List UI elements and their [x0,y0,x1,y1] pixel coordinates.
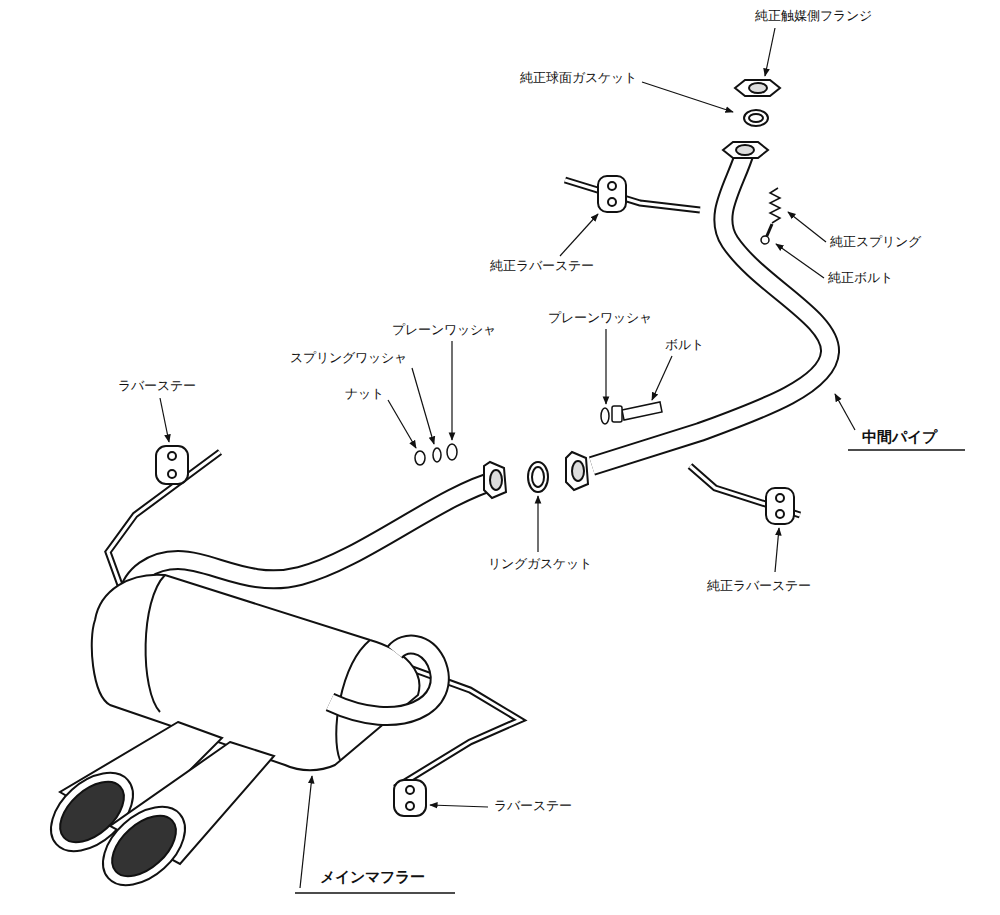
tail-pipe [330,645,440,716]
part-label: リングガスケット [488,556,592,572]
leader-line [160,28,855,888]
part-label: プレーンワッシャ [392,322,496,338]
part-label: 純正ラバーステー [707,578,811,594]
part-label: 純正ボルト [828,270,893,286]
part-label: 純正触媒側フランジ [755,8,872,24]
main-muffler [92,575,420,771]
rubber-stay [156,176,794,816]
flange [484,80,780,498]
part-label: ラバーステー [118,378,196,394]
muffler-tip [36,722,274,900]
part-label: ボルト [665,337,704,353]
part-label: ナット [345,386,384,402]
part-label: 純正ラバーステー [490,258,594,274]
part-label: プレーンワッシャ [548,310,652,326]
part-label: 純正球面ガスケット [520,70,637,86]
section-title: 中間パイプ [862,428,937,446]
mid-pipe [592,152,830,466]
part-label: 純正スプリング [830,234,921,250]
section-title: メインマフラー [320,868,425,886]
part-label: ラバーステー [494,798,572,814]
part-label: スプリングワッシャ [290,350,407,366]
label-underline [295,450,965,893]
front-pipe [128,480,497,595]
